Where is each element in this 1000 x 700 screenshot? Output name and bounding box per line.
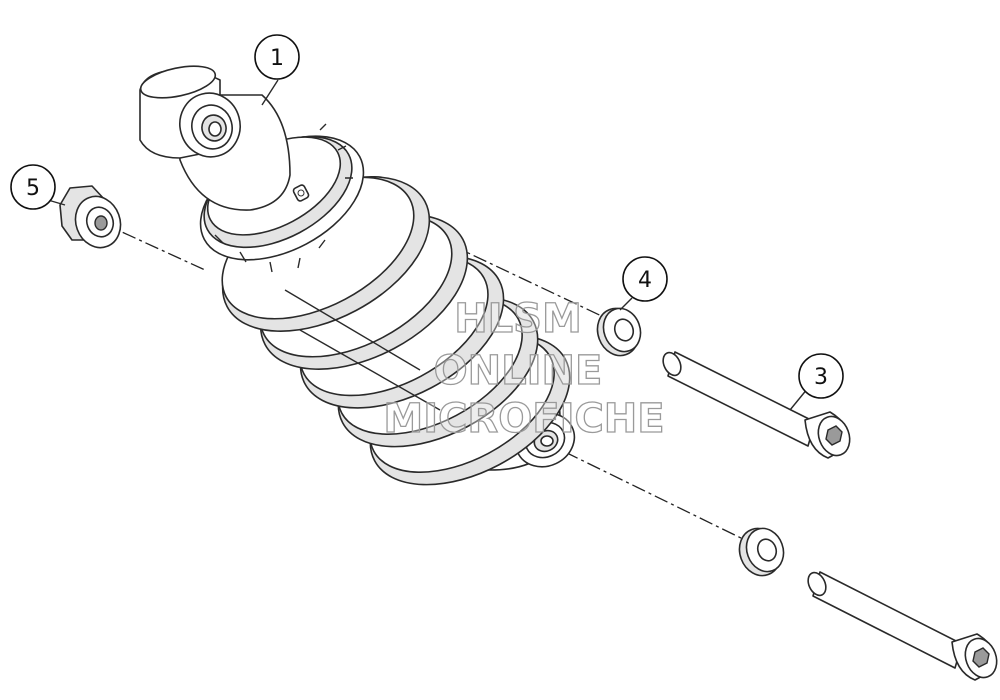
washer-lower[interactable] — [733, 523, 789, 582]
watermark-line-2: ONLINE — [434, 348, 603, 394]
watermark-line-3: MICROFICHE — [383, 396, 664, 442]
callout-3[interactable]: 3 — [798, 353, 844, 399]
axis-bottom — [564, 451, 746, 541]
watermark-line-1: HLSM — [454, 296, 582, 342]
callout-4[interactable]: 4 — [622, 256, 668, 302]
flange-nut[interactable] — [59, 185, 128, 254]
socket-bolt-lower[interactable] — [805, 570, 1000, 682]
washer-upper[interactable] — [591, 303, 646, 362]
callout-label: 4 — [638, 268, 652, 293]
shock-absorber[interactable] — [138, 60, 595, 515]
callout-label: 5 — [26, 176, 40, 201]
callout-circle — [622, 256, 668, 302]
callout-5[interactable]: 5 — [10, 164, 56, 210]
coil-spring — [221, 176, 571, 486]
watermark: HLSM ONLINE MICROFICHE — [383, 295, 666, 442]
callout-circle — [10, 164, 56, 210]
callout-circle — [798, 353, 844, 399]
callout-circle — [254, 34, 300, 80]
shock-upper-mount — [139, 65, 291, 211]
callout-1[interactable]: 1 — [254, 34, 300, 80]
callout-label: 1 — [270, 46, 284, 71]
callout-label: 3 — [814, 365, 828, 390]
socket-bolt-upper[interactable] — [660, 350, 855, 460]
